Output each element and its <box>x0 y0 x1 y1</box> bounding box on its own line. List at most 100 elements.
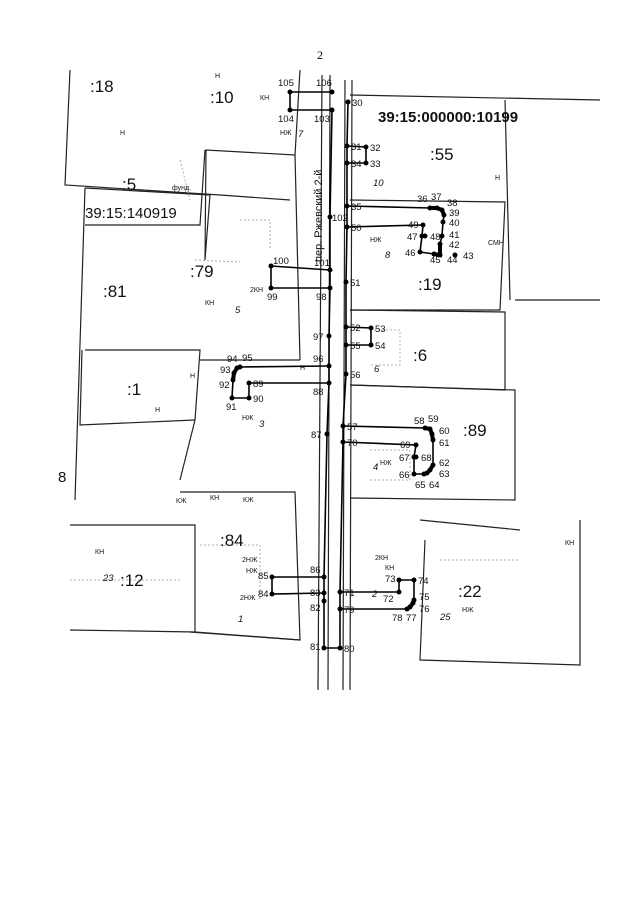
building-mark: КН <box>95 549 104 556</box>
house-number: 23 <box>102 573 114 584</box>
point-label-77: 77 <box>406 613 417 624</box>
point-label-78: 78 <box>392 613 403 624</box>
side-label: 8 <box>58 469 66 486</box>
point-label-38: 38 <box>447 198 458 209</box>
building-mark: НЖ <box>370 237 382 244</box>
point-label-101: 101 <box>314 258 330 269</box>
point-label-89: 89 <box>253 379 264 390</box>
point-label-73: 73 <box>385 574 396 585</box>
point-label-76: 76 <box>419 604 430 615</box>
point-label-36: 36 <box>417 194 428 205</box>
survey-point-52 <box>343 324 349 330</box>
survey-point-59 <box>427 426 433 432</box>
survey-point-61 <box>430 437 436 443</box>
survey-point-41 <box>439 233 445 239</box>
point-label-33: 33 <box>370 159 381 170</box>
building-mark: 2КН <box>375 555 388 562</box>
point-label-99: 99 <box>267 292 278 303</box>
point-label-31: 31 <box>351 142 362 153</box>
point-label-81: 81 <box>310 642 321 653</box>
cadastral-number-secondary: 39:15:140919 <box>85 205 177 222</box>
point-label-80: 80 <box>344 644 355 655</box>
building-mark: 2НЖ <box>240 595 256 602</box>
point-label-32: 32 <box>370 143 381 154</box>
survey-point-99 <box>268 285 274 291</box>
point-label-98: 98 <box>316 292 327 303</box>
building-mark: НЖ <box>280 130 292 137</box>
point-label-48: 48 <box>430 232 441 243</box>
point-label-92: 92 <box>219 380 230 391</box>
parcel-label: :79 <box>190 262 214 281</box>
point-label-47: 47 <box>407 232 418 243</box>
point-label-53: 53 <box>375 324 386 335</box>
building-mark: Н <box>215 73 220 80</box>
building-mark: КН <box>260 95 269 102</box>
point-label-103: 103 <box>314 114 330 125</box>
survey-point-35 <box>344 203 350 209</box>
survey-point-32 <box>363 144 369 150</box>
point-label-61: 61 <box>439 438 450 449</box>
survey-point-66 <box>411 471 417 477</box>
survey-point-42 <box>437 241 443 247</box>
survey-point-38 <box>439 207 445 213</box>
survey-point-74 <box>411 577 417 583</box>
survey-point-72 <box>396 589 402 595</box>
point-label-55: 55 <box>350 341 361 352</box>
point-label-56: 56 <box>350 370 361 381</box>
point-label-60: 60 <box>439 426 450 437</box>
point-label-88: 88 <box>313 387 324 398</box>
survey-point-85 <box>269 574 275 580</box>
survey-point-103 <box>329 107 335 113</box>
point-label-58: 58 <box>414 416 425 427</box>
building-mark: КН <box>210 495 219 502</box>
survey-point-56 <box>343 371 349 377</box>
point-label-43: 43 <box>463 251 474 262</box>
street-label: пер. Ржевский 2-й <box>313 170 325 262</box>
survey-point-65 <box>421 471 427 477</box>
point-label-59: 59 <box>428 414 439 425</box>
house-number: 3 <box>259 419 265 430</box>
point-label-66: 66 <box>399 470 410 481</box>
point-label-91: 91 <box>226 402 237 413</box>
point-label-34: 34 <box>351 159 362 170</box>
point-label-35: 35 <box>351 202 362 213</box>
point-label-54: 54 <box>375 341 386 352</box>
point-label-95: 95 <box>242 353 253 364</box>
survey-point-84 <box>269 591 275 597</box>
point-label-46: 46 <box>405 248 416 259</box>
survey-point-94 <box>234 365 240 371</box>
point-label-51: 51 <box>350 278 361 289</box>
survey-point-57 <box>340 423 346 429</box>
survey-point-68 <box>413 454 419 460</box>
survey-point-51 <box>343 279 349 285</box>
point-label-90: 90 <box>253 394 264 405</box>
survey-point-31 <box>344 143 350 149</box>
point-label-83: 83 <box>310 588 321 599</box>
survey-point-90 <box>246 395 252 401</box>
building-mark: КН <box>385 565 394 572</box>
point-label-65: 65 <box>415 480 426 491</box>
survey-point-96 <box>326 363 332 369</box>
parcel-label: :84 <box>220 531 244 550</box>
survey-point-50 <box>344 224 350 230</box>
survey-point-39 <box>441 212 447 218</box>
survey-point-55 <box>343 342 349 348</box>
parcel-label: :12 <box>120 571 144 590</box>
point-label-100: 100 <box>273 256 289 267</box>
building-mark: Н <box>495 175 500 182</box>
survey-point-53 <box>368 325 374 331</box>
survey-point-70 <box>340 439 346 445</box>
survey-point-87 <box>324 431 330 437</box>
point-label-40: 40 <box>449 218 460 229</box>
building-mark: Н <box>300 365 305 372</box>
survey-point-89 <box>246 380 252 386</box>
point-label-64: 64 <box>429 480 440 491</box>
building-mark: 2КН <box>250 287 263 294</box>
point-label-67: 67 <box>399 453 410 464</box>
house-number: 8 <box>385 250 391 261</box>
point-label-93: 93 <box>220 365 231 376</box>
point-label-96: 96 <box>313 354 324 365</box>
parcel-label: :81 <box>103 282 127 301</box>
parcel-boundaries <box>64 69 601 691</box>
house-number: 10 <box>373 178 384 189</box>
